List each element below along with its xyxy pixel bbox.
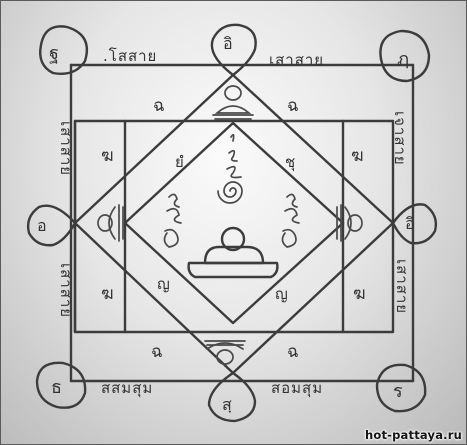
svg-text:เสาสาย: เสาสาย: [269, 51, 324, 69]
svg-text:ฆ: ฆ: [101, 146, 114, 166]
petal-bottom: สฺ: [207, 371, 257, 423]
svg-text:ฆ: ฆ: [353, 284, 366, 304]
svg-text:เสาสาย: เสาสาย: [57, 263, 75, 318]
petal-left: อ: [26, 204, 77, 247]
svg-text:ยํ: ยํ: [175, 153, 184, 171]
svg-text:ชุ: ชุ: [285, 153, 295, 172]
svg-text:ฉ: ฉ: [153, 96, 165, 116]
petal-right: อิ: [391, 203, 438, 245]
seated-buddha-bottom: [204, 340, 246, 365]
svg-text:อิ: อิ: [405, 214, 415, 233]
petal-top: อิ: [210, 23, 257, 77]
svg-text:อ: อ: [37, 216, 47, 235]
svg-text:เสาสาย: เสาสาย: [393, 259, 411, 314]
svg-text:ฐ: ฐ: [49, 43, 59, 64]
svg-text:ฉ: ฉ: [287, 342, 299, 362]
seated-buddha-right: [336, 204, 363, 242]
seated-buddha-top: [212, 85, 254, 120]
border-inscriptions: .โสสาย เสาสาย สสมสุม สอมสุม เสาสาย เสาสา…: [57, 47, 411, 398]
svg-text:ฆ: ฆ: [351, 146, 364, 166]
svg-text:.โสสาย: .โสสาย: [103, 47, 157, 65]
unalom-spiral: [217, 133, 243, 204]
outer-border: [69, 63, 415, 383]
svg-text:ฉ: ฉ: [287, 96, 299, 116]
svg-text:สอมสุม: สอมสุม: [271, 379, 323, 398]
svg-text:เสาสาย: เสาสาย: [57, 121, 75, 176]
central-buddha: [187, 226, 279, 279]
stacked-mark-left: [163, 193, 182, 248]
cell-glyphs: ฉ ฉ ฆ ฆ ฆ ฆ ฉ ฉ ยํ ชุ ญ ญ: [101, 96, 366, 362]
svg-text:ฆ: ฆ: [101, 284, 114, 304]
svg-text:อิ: อิ: [223, 34, 233, 53]
svg-text:สฺ: สฺ: [222, 395, 232, 414]
svg-text:ฉ: ฉ: [151, 342, 163, 362]
svg-text:ญ: ญ: [157, 275, 170, 293]
inner-diamond: [123, 121, 345, 325]
svg-text:เจาสาย: เจาสาย: [391, 111, 409, 166]
watermark-text: hot-pattaya.ru: [364, 428, 462, 442]
svg-text:ญ: ญ: [275, 285, 288, 303]
svg-text:ธ: ธ: [51, 377, 62, 398]
inner-grid: [73, 119, 395, 334]
stacked-mark-right: [281, 193, 300, 248]
svg-text:สสมสุม: สสมสุม: [101, 379, 153, 398]
svg-text:ฦ: ฦ: [397, 49, 409, 70]
svg-text:ร: ร: [393, 381, 403, 402]
seated-buddha-left: [97, 204, 124, 242]
corner-petal-top-left: ฐ: [39, 25, 89, 75]
corner-petal-bottom-right: ร: [375, 363, 427, 413]
corner-petal-bottom-left: ธ: [35, 361, 87, 409]
corner-petal-top-right: ฦ: [379, 29, 431, 83]
